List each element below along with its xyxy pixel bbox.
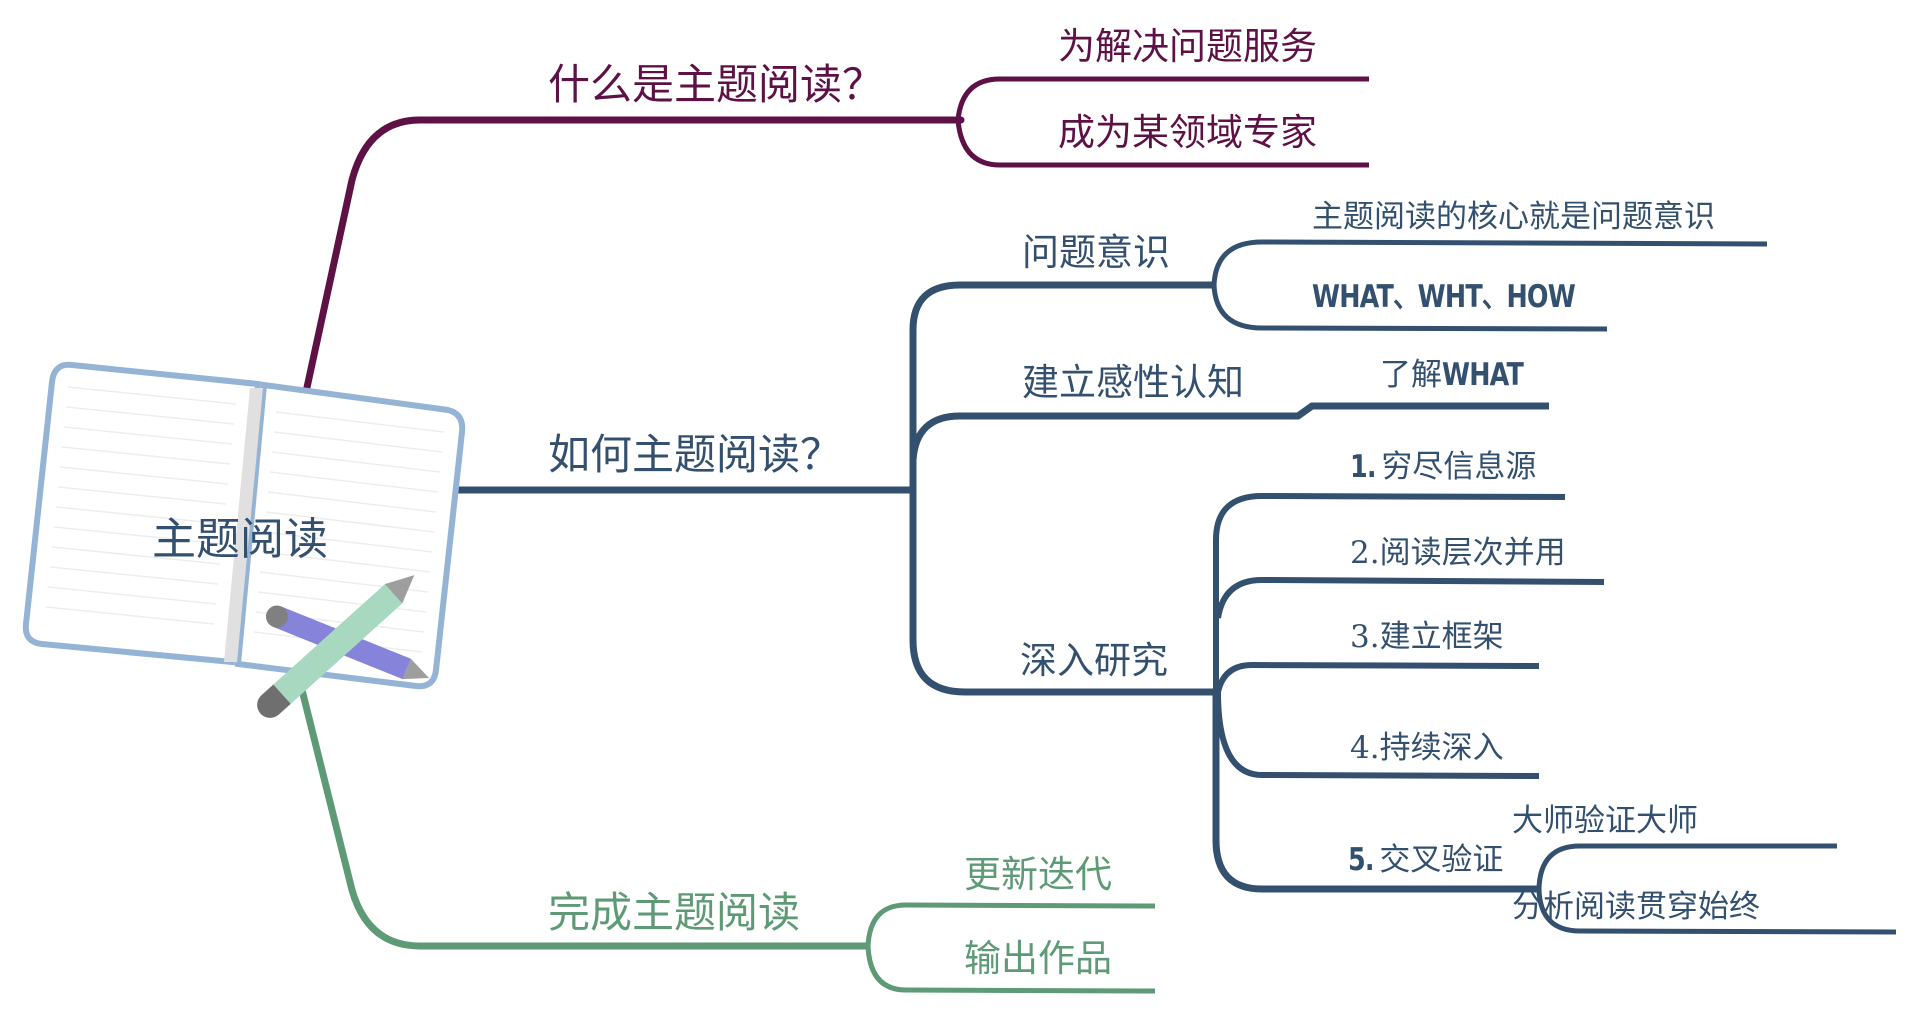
subtopic-output-work[interactable]: 输出作品 bbox=[964, 937, 1112, 980]
branch-line-what bbox=[302, 116, 965, 396]
how-to-perception bbox=[909, 402, 1549, 461]
central-topic-label[interactable]: 主题阅读 bbox=[152, 514, 328, 565]
connector-research-3 bbox=[1215, 661, 1540, 693]
notebook-left-page bbox=[22, 361, 262, 666]
subtopic-build-perception[interactable]: 建立感性认知 bbox=[1022, 361, 1244, 404]
leaf-research-2[interactable]: 2.阅读层次并用 bbox=[1350, 535, 1566, 571]
subtopic-problem-awareness[interactable]: 问题意识 bbox=[1022, 231, 1170, 274]
subtopic-solve-problems[interactable]: 为解决问题服务 bbox=[1058, 25, 1317, 68]
leaf-what-wht-how[interactable]: WHAT、WHT、HOW bbox=[1312, 282, 1633, 313]
connector-awareness-core bbox=[1211, 239, 1768, 286]
notebook-icon[interactable] bbox=[22, 361, 466, 723]
leaf-understand-what[interactable]: 了解WHAT bbox=[1380, 360, 1541, 391]
connector-done-output bbox=[865, 945, 1156, 994]
connector-cross-masters bbox=[1536, 843, 1837, 890]
connector-what-expert bbox=[955, 119, 1369, 168]
connector-done-iterate bbox=[865, 902, 1156, 947]
topic-how-to[interactable]: 如何主题阅读？ bbox=[548, 430, 843, 479]
subtopic-deep-research[interactable]: 深入研究 bbox=[1020, 639, 1168, 682]
connector-research-5 bbox=[1212, 692, 1541, 893]
topic-complete[interactable]: 完成主题阅读 bbox=[548, 888, 801, 937]
leaf-research-1[interactable]: 1.穷尽信息源 bbox=[1350, 452, 1536, 483]
pencil-icon bbox=[257, 575, 415, 718]
leaf-research-5[interactable]: 5.交叉验证 bbox=[1348, 845, 1503, 876]
leaf-what-wht-how-text: WHAT、WHT、HOW bbox=[1312, 279, 1576, 315]
notebook-spine bbox=[224, 388, 263, 662]
connector-cross-analysis bbox=[1536, 888, 1897, 935]
leaf-research-5-number: 5. bbox=[1348, 842, 1375, 878]
leaf-understand-what-bold: WHAT bbox=[1442, 357, 1524, 393]
leaf-understand-prefix: 了解 bbox=[1380, 357, 1442, 393]
how-trunk-down bbox=[909, 490, 1218, 696]
connector-awareness-what bbox=[1211, 284, 1608, 332]
leaf-research-1-number: 1. bbox=[1350, 449, 1377, 485]
leaf-masters-verify[interactable]: 大师验证大师 bbox=[1512, 803, 1698, 839]
leaf-research-4[interactable]: 4.持续深入 bbox=[1350, 730, 1504, 766]
subtopic-become-expert[interactable]: 成为某领域专家 bbox=[1058, 111, 1317, 154]
branch-line-done bbox=[298, 689, 870, 950]
leaf-research-1-text: 穷尽信息源 bbox=[1381, 449, 1537, 485]
leaf-analytical-reading[interactable]: 分析阅读贯穿始终 bbox=[1512, 889, 1760, 925]
topic-what-is[interactable]: 什么是主题阅读？ bbox=[548, 60, 885, 109]
notebook-ruled-lines bbox=[45, 386, 445, 653]
connector-what-serve bbox=[955, 76, 1369, 121]
leaf-core-is-awareness[interactable]: 主题阅读的核心就是问题意识 bbox=[1312, 199, 1715, 235]
research-trunk bbox=[1213, 492, 1566, 692]
leaf-research-5-text: 交叉验证 bbox=[1379, 842, 1504, 878]
connector-research-2 bbox=[1215, 576, 1605, 619]
how-trunk-up bbox=[909, 281, 1216, 490]
notebook-right-page bbox=[234, 381, 466, 690]
subtopic-iterate[interactable]: 更新迭代 bbox=[964, 853, 1112, 896]
leaf-research-3[interactable]: 3.建立框架 bbox=[1350, 619, 1504, 655]
